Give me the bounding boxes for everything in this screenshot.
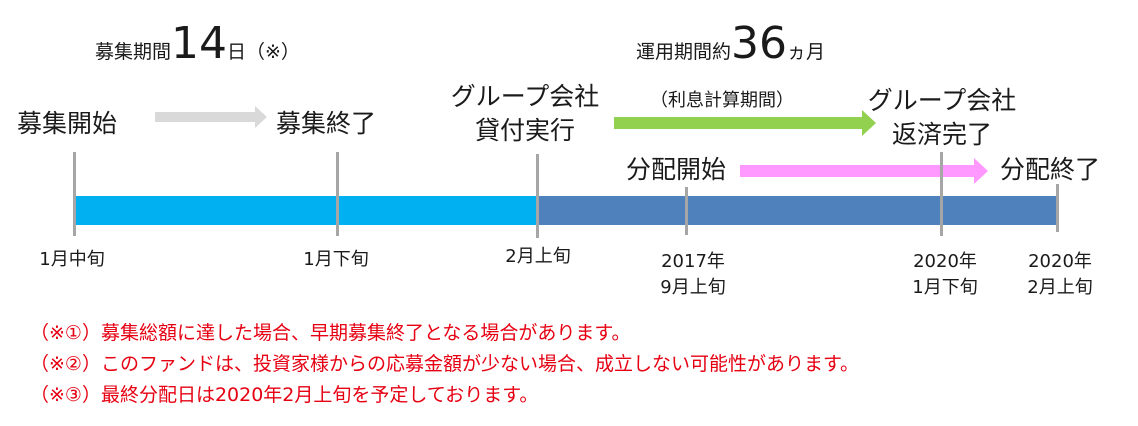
note-2: （※②）このファンドは、投資家様からの応募金額が少ない場合、成立しない可能性があ… bbox=[30, 353, 860, 375]
operation-period-prefix: 運用期間約 bbox=[636, 41, 732, 63]
operation-period-suffix: ヵ月 bbox=[787, 41, 826, 63]
distribution-start-label: 分配開始 bbox=[626, 155, 727, 184]
date-line1: 2020年 bbox=[1028, 251, 1092, 272]
recruit-period-header: 募集期間14日（※） bbox=[95, 18, 300, 69]
repayment-line2: 返済完了 bbox=[891, 120, 993, 149]
date-line2: 2月上旬 bbox=[1027, 277, 1093, 298]
loan-execution-line2: 貸付実行 bbox=[474, 116, 576, 145]
date-label: 2020年 1月下旬 bbox=[912, 249, 977, 301]
date-label: 2017年 9月上旬 bbox=[660, 249, 725, 301]
loan-execution-line1: グループ会社 bbox=[450, 82, 600, 111]
operation-period-header: 運用期間約36ヵ月 bbox=[636, 18, 825, 69]
date-line2: 9月上旬 bbox=[660, 277, 726, 298]
tick-6 bbox=[1056, 184, 1059, 232]
loan-execution-label: グループ会社 貸付実行 bbox=[451, 80, 600, 148]
gray-arrow bbox=[155, 106, 267, 128]
operation-period-bar bbox=[538, 196, 1057, 225]
repayment-line1: グループ会社 bbox=[867, 86, 1017, 115]
recruit-end-label: 募集終了 bbox=[276, 109, 377, 138]
tick-1 bbox=[73, 152, 76, 236]
pink-arrow bbox=[740, 158, 988, 184]
tick-2 bbox=[336, 152, 339, 236]
recruit-period-suffix: 日（※） bbox=[227, 41, 300, 63]
distribution-end-label: 分配終了 bbox=[1000, 155, 1101, 184]
recruit-period-days: 14 bbox=[171, 18, 228, 69]
tick-4 bbox=[685, 187, 688, 235]
note-3: （※③）最終分配日は2020年2月上旬を予定しております。 bbox=[30, 384, 539, 406]
date-line1: 2017年 bbox=[661, 251, 725, 272]
interest-period-label: （利息計算期間） bbox=[650, 90, 794, 111]
date-line2: 1月下旬 bbox=[912, 277, 978, 298]
green-arrow bbox=[614, 110, 876, 136]
recruit-period-bar bbox=[75, 196, 538, 225]
recruit-start-label: 募集開始 bbox=[17, 109, 118, 138]
date-label: 2020年 2月上旬 bbox=[1027, 249, 1092, 301]
date-label: 2月上旬 bbox=[505, 246, 571, 267]
note-1: （※①）募集総額に達した場合、早期募集終了となる場合があります。 bbox=[30, 322, 631, 344]
date-label: 1月下旬 bbox=[303, 249, 369, 270]
date-line1: 2020年 bbox=[913, 251, 977, 272]
repayment-complete-label: グループ会社 返済完了 bbox=[868, 84, 1017, 152]
tick-3 bbox=[536, 154, 539, 238]
operation-period-months: 36 bbox=[731, 18, 788, 69]
date-label: 1月中旬 bbox=[39, 249, 105, 270]
tick-5 bbox=[940, 152, 943, 236]
recruit-period-prefix: 募集期間 bbox=[95, 41, 172, 63]
